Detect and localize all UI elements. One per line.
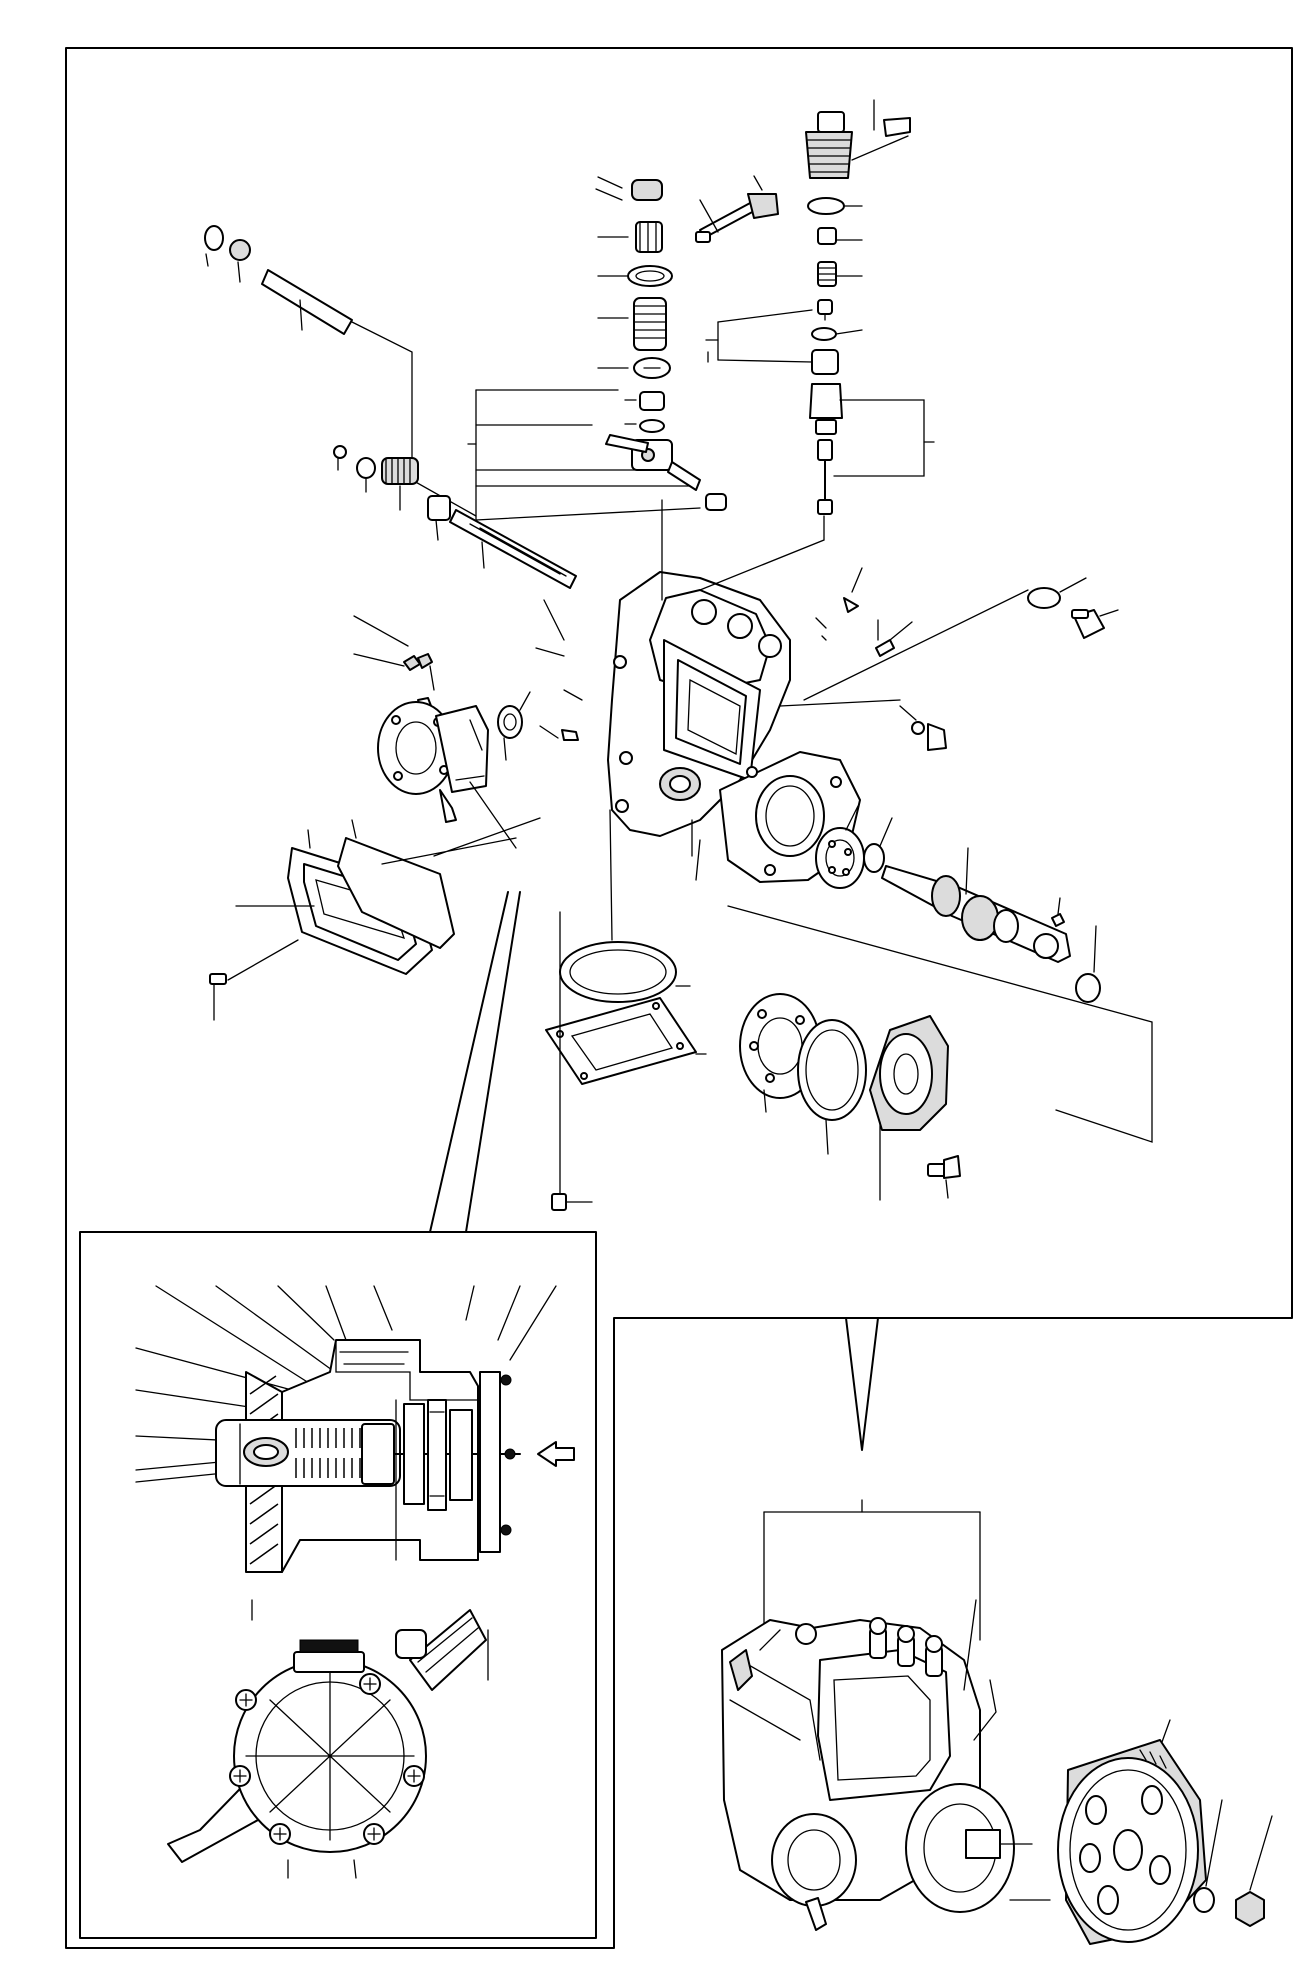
inspection-cover-left <box>209 647 583 1021</box>
section-view <box>135 1285 575 1621</box>
bolt-and-clamp <box>695 175 779 243</box>
governor-linkage-parts <box>204 225 577 589</box>
bracket-right-stack <box>705 309 935 477</box>
camshaft <box>881 847 1101 1003</box>
pump-housing <box>607 571 861 883</box>
timer-flange-front-view <box>167 1609 489 1879</box>
timer-assembly <box>353 615 531 849</box>
bracket-left-stack <box>467 389 701 521</box>
lower-gaskets-and-bearing <box>545 905 1153 1211</box>
delivery-valve-stack-right <box>707 99 911 515</box>
pump-assembly-view <box>721 1499 1273 1945</box>
small-fittings-right <box>779 567 1119 751</box>
bearing-ring-front <box>815 805 893 889</box>
section-detail-frame <box>79 1231 597 1939</box>
callout-wedge-section <box>429 891 521 1233</box>
callout-wedge-assembly <box>845 1317 879 1451</box>
view-direction-arrow <box>537 1441 575 1467</box>
main-outline-frame <box>65 47 1293 1949</box>
misc-leaders <box>543 499 825 941</box>
delivery-valve-stack-left <box>595 176 727 511</box>
